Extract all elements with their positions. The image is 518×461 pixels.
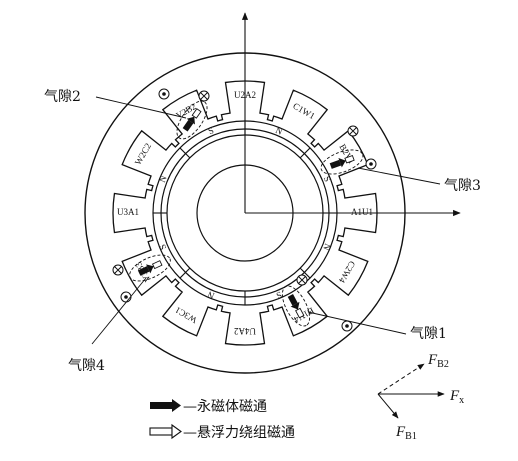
current-out-symbol xyxy=(296,274,308,286)
magnet-divider xyxy=(179,147,191,159)
force-fb1-vector xyxy=(377,393,399,419)
slot-label-u2a2: U2A2 xyxy=(234,90,256,100)
air-gap-4-label: 气隙4 xyxy=(68,358,105,374)
slot-label-w3c1: W3C1 xyxy=(173,305,198,325)
slot-label-u4a2: U4A2 xyxy=(234,326,256,336)
legend-pm-flux-symbol xyxy=(150,399,181,412)
magnet-divider xyxy=(299,267,311,279)
pole-label-s: S xyxy=(322,175,333,183)
current-dot-symbol xyxy=(365,158,377,170)
legend-suspension-flux-symbol xyxy=(149,423,182,440)
pole-label-s: S xyxy=(275,290,283,301)
current-out-symbol xyxy=(112,264,124,276)
current-dot-symbol xyxy=(341,320,353,332)
force-fx-label: Fx xyxy=(449,388,464,406)
pole-label-n: N xyxy=(206,289,216,301)
pole-label-s: S xyxy=(157,243,168,251)
air-gap-4-flux xyxy=(129,254,171,282)
stator-slot-contour xyxy=(112,80,378,346)
current-dot-symbol xyxy=(158,88,170,100)
air-gap-2-flux xyxy=(176,100,208,140)
magnet-divider xyxy=(299,147,311,159)
pole-labels: N S N S N S N S xyxy=(157,125,333,301)
slot-label-w2c2: W2C2 xyxy=(133,141,153,166)
current-dot-symbol xyxy=(120,291,132,303)
gap3-leader xyxy=(357,167,441,185)
force-fb2-vector xyxy=(377,363,425,395)
slot-label-a1u1: A1U1 xyxy=(351,207,373,217)
slot-label-c1w1: C1W1 xyxy=(291,101,316,121)
current-dot-symbol xyxy=(347,125,359,137)
air-gap-1-label: 气隙1 xyxy=(410,326,447,342)
gap1-leader xyxy=(307,311,407,335)
legend-suspension-flux-label: —悬浮力绕组磁通 xyxy=(183,425,295,441)
magnet-divider xyxy=(179,267,191,279)
pole-label-n: N xyxy=(157,174,169,184)
current-out-symbol xyxy=(198,90,210,102)
force-fb2-label: FB2 xyxy=(427,352,449,370)
slot-label-u3a1: U3A1 xyxy=(117,207,139,217)
gap2-leader xyxy=(95,96,187,119)
air-gap-2-label: 气隙2 xyxy=(44,89,81,105)
air-gap-3-label: 气隙3 xyxy=(444,178,481,194)
air-gap-3-flux xyxy=(320,149,364,175)
pole-label-n: N xyxy=(274,125,284,137)
gap4-leader xyxy=(91,277,147,345)
force-fb1-label: FB1 xyxy=(395,424,417,442)
pole-label-n: N xyxy=(321,242,333,252)
legend-pm-flux-label: —永磁体磁通 xyxy=(183,399,267,415)
slot-label-c2w4: C2W4 xyxy=(337,259,358,285)
pole-label-s: S xyxy=(207,125,215,136)
